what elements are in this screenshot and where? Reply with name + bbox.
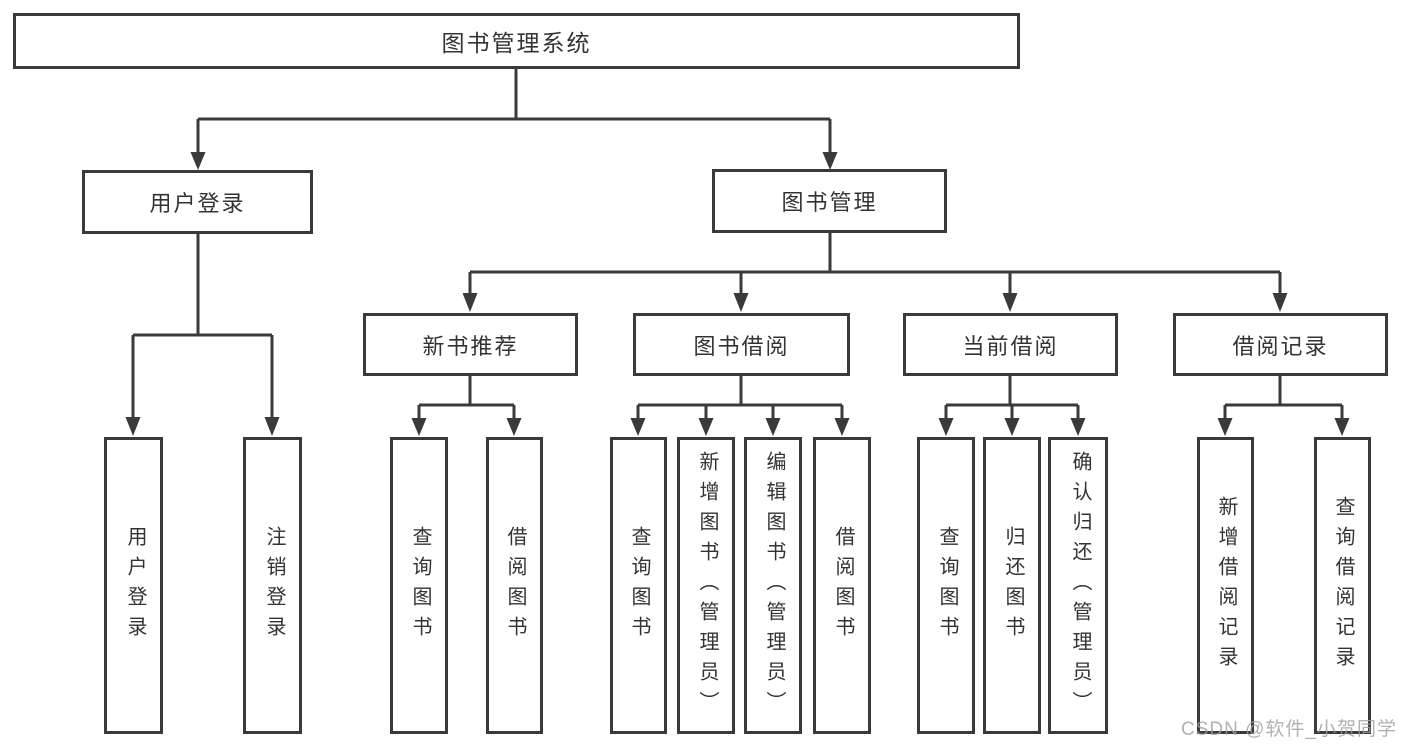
node-query-books-under-book-borrow: 查询图书 <box>610 437 667 734</box>
node-query-books-under-new-book: 查询图书 <box>390 437 448 734</box>
connector-new-book-to-leaves <box>411 375 522 436</box>
connector-book-management-to-level3 <box>462 233 1288 312</box>
node-new-book-recommend: 新书推荐 <box>363 313 578 376</box>
node-confirm-return-admin: 确认归还（管理员） <box>1048 437 1108 734</box>
node-borrow-books-under-new-book: 借阅图书 <box>486 437 543 734</box>
node-return-books: 归还图书 <box>983 437 1041 734</box>
connector-user-login-to-leaves <box>125 233 280 436</box>
node-logout-leaf: 注销登录 <box>243 437 302 734</box>
node-edit-books-admin: 编辑图书（管理员） <box>744 437 802 734</box>
node-borrow-record: 借阅记录 <box>1173 313 1388 376</box>
node-book-management: 图书管理 <box>712 169 947 233</box>
connector-root-to-level2 <box>190 69 838 170</box>
node-current-borrow: 当前借阅 <box>903 313 1118 376</box>
node-add-borrow-record: 新增借阅记录 <box>1197 437 1254 734</box>
connector-borrow-record-to-leaves <box>1217 375 1350 436</box>
connector-current-borrow-to-leaves <box>938 375 1086 436</box>
node-query-books-under-current-borrow: 查询图书 <box>917 437 975 734</box>
node-add-books-admin: 新增图书（管理员） <box>677 437 735 734</box>
csdn-watermark: CSDN @软件_小贺同学 <box>1181 719 1397 740</box>
node-user-login-leaf: 用户登录 <box>104 437 163 734</box>
node-query-borrow-record: 查询借阅记录 <box>1314 437 1371 734</box>
node-book-borrow: 图书借阅 <box>633 313 850 376</box>
connector-book-borrow-to-leaves <box>630 375 850 436</box>
node-root-system: 图书管理系统 <box>13 13 1020 69</box>
node-borrow-books-under-book-borrow: 借阅图书 <box>813 437 871 734</box>
node-user-login: 用户登录 <box>82 170 313 234</box>
